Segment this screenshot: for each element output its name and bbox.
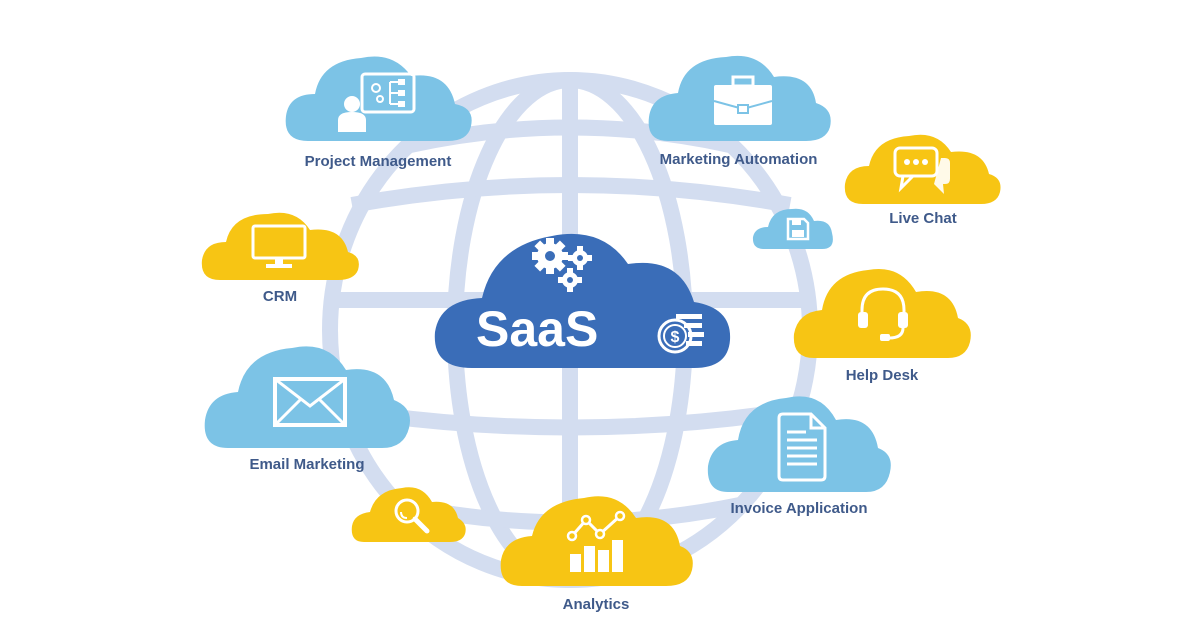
svg-text:$: $ bbox=[671, 329, 680, 346]
label-project-management: Project Management bbox=[304, 153, 452, 170]
label-crm: CRM bbox=[262, 288, 298, 305]
magnifier-icon bbox=[394, 498, 430, 534]
cloud-live-chat[interactable] bbox=[843, 128, 1003, 206]
coins-dollar-icon: $ bbox=[657, 314, 704, 354]
cloud-project-management[interactable] bbox=[283, 46, 473, 146]
presentation-icon bbox=[338, 72, 416, 132]
label-help-desk: Help Desk bbox=[845, 367, 919, 384]
headset-icon bbox=[858, 287, 908, 341]
chat-bubbles-icon bbox=[893, 146, 950, 194]
envelope-icon bbox=[273, 377, 347, 427]
label-live-chat: Live Chat bbox=[889, 210, 957, 227]
saas-title: SaaS bbox=[476, 301, 599, 357]
cloud-email-marketing[interactable] bbox=[202, 336, 412, 452]
cloud-invoice-application[interactable] bbox=[706, 388, 892, 494]
cloud-storage[interactable] bbox=[752, 205, 836, 251]
monitor-icon bbox=[251, 224, 307, 268]
label-email-marketing: Email Marketing bbox=[249, 456, 365, 473]
cloud-marketing-automation[interactable] bbox=[646, 47, 831, 145]
label-marketing-automation: Marketing Automation bbox=[659, 151, 818, 168]
cloud-search[interactable] bbox=[350, 484, 468, 544]
floppy-disk-icon bbox=[786, 217, 810, 241]
label-invoice-application: Invoice Application bbox=[730, 500, 868, 517]
briefcase-icon bbox=[713, 75, 773, 125]
cloud-saas-center[interactable]: SaaS $ bbox=[432, 224, 734, 372]
bar-line-chart-icon bbox=[566, 510, 626, 572]
cloud-crm[interactable] bbox=[200, 208, 360, 282]
gears-icon bbox=[532, 238, 592, 292]
document-icon bbox=[777, 412, 827, 482]
label-analytics: Analytics bbox=[562, 596, 630, 613]
cloud-analytics[interactable] bbox=[498, 488, 694, 588]
cloud-help-desk[interactable] bbox=[792, 262, 972, 360]
